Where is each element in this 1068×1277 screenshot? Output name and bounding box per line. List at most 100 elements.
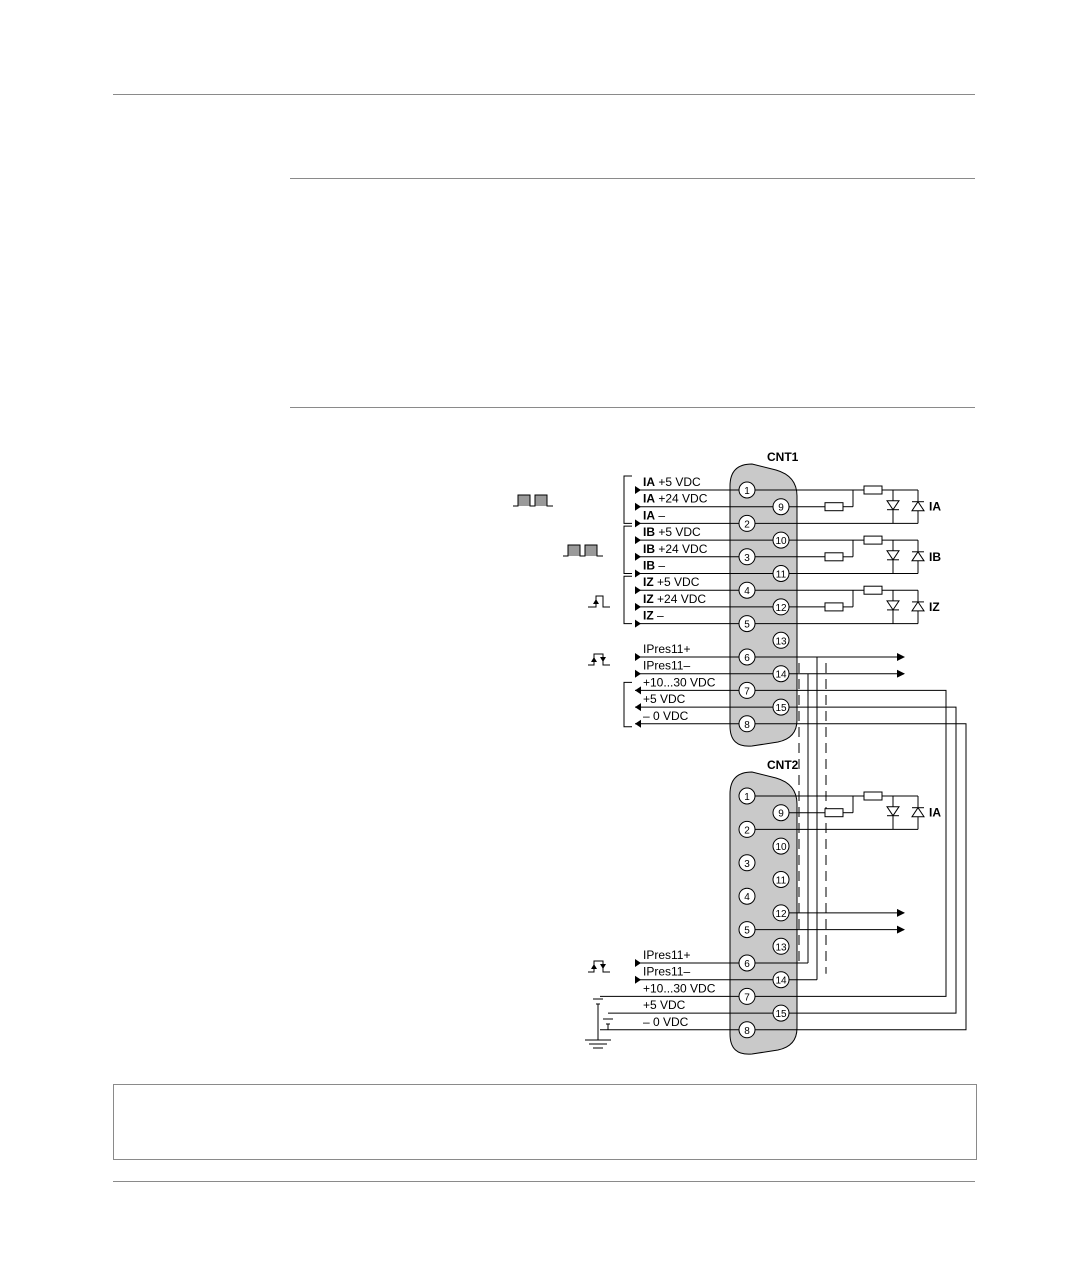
pin-9-circle <box>772 498 790 516</box>
pulse-fill <box>535 495 547 506</box>
pin-6-circle <box>738 954 756 972</box>
power-link-wire <box>755 689 947 997</box>
pin-14-circle <box>772 665 790 683</box>
pin-number-1: 1 <box>744 792 750 803</box>
input-group-bracket <box>623 525 632 574</box>
pin-8-circle <box>738 715 756 733</box>
input-arrow <box>635 569 641 578</box>
diode-icon <box>886 600 900 611</box>
rising-edge-arrow-icon <box>593 599 599 604</box>
signal-label: +5 VDC <box>643 998 686 1012</box>
pin-number-10: 10 <box>775 842 787 853</box>
resistor <box>824 502 844 512</box>
pin-8-circle <box>738 1021 756 1039</box>
wires <box>585 475 967 1049</box>
pin-11-circle <box>772 565 790 582</box>
pin-number-13: 13 <box>775 636 787 647</box>
note-box <box>113 1084 977 1160</box>
rising-edge-arrow-icon <box>591 657 597 662</box>
pin-14-circle <box>772 971 790 989</box>
signal-label: IZ – <box>643 609 664 623</box>
pin-number-11: 11 <box>776 570 787 581</box>
signal-label: +10...30 VDC <box>643 981 716 995</box>
pulse-fill <box>585 545 597 556</box>
pin-6-circle <box>738 648 756 666</box>
pin-number-12: 12 <box>775 909 787 920</box>
pulse-fill <box>568 545 580 556</box>
falling-edge-arrow-icon <box>600 964 606 969</box>
sensor-label: IA <box>929 806 941 820</box>
pin-number-5: 5 <box>744 620 750 631</box>
signal-label: IA – <box>643 508 665 522</box>
pulse-train-ib-icon <box>563 544 603 557</box>
input-arrow <box>635 536 641 545</box>
pin-number-6: 6 <box>744 959 750 970</box>
signal-label: IZ +5 VDC <box>643 575 700 589</box>
section-rule-1 <box>290 178 975 179</box>
falling-edge-arrow-icon <box>600 657 606 662</box>
power-link-wire <box>789 706 957 1014</box>
diode-icon <box>911 600 925 612</box>
pin-number-4: 4 <box>744 892 750 903</box>
pin-number-8: 8 <box>744 720 750 731</box>
sensor-label: IZ <box>929 600 940 614</box>
sensor-label: IB <box>929 550 941 564</box>
resistor <box>863 535 883 545</box>
pin-12-circle <box>772 598 790 616</box>
power-link-wire <box>755 723 967 1031</box>
pin-number-6: 6 <box>744 653 750 664</box>
signal-label: IB +5 VDC <box>643 525 701 539</box>
signal-label: +10...30 VDC <box>643 675 716 689</box>
signal-label: IPres11+ <box>643 948 690 962</box>
signal-label: – 0 VDC <box>643 709 689 723</box>
pin-15-circle <box>772 1004 790 1022</box>
pin-1-circle <box>738 787 756 805</box>
pin-number-9: 9 <box>778 503 784 514</box>
pin-number-8: 8 <box>744 1026 750 1037</box>
signal-label: IA +5 VDC <box>643 475 701 489</box>
output-group-bracket <box>623 681 632 728</box>
input-arrow <box>635 975 641 984</box>
input-group-bracket <box>623 475 632 524</box>
pin-number-13: 13 <box>775 942 787 953</box>
resistor <box>824 552 844 562</box>
pin-number-15: 15 <box>775 1009 787 1020</box>
pin-number-12: 12 <box>775 603 787 614</box>
signal-label: +5 VDC <box>643 692 686 706</box>
diode-icon <box>911 806 925 818</box>
pin-13-circle <box>772 631 790 649</box>
input-arrow <box>635 653 641 661</box>
top-rule <box>113 94 975 95</box>
pin-7-circle <box>738 681 756 699</box>
pin-2-circle <box>738 820 756 838</box>
signal-label: IPres11– <box>643 965 690 979</box>
pin-number-4: 4 <box>744 586 750 597</box>
pin-number-10: 10 <box>775 536 787 547</box>
pin-number-15: 15 <box>775 703 787 714</box>
input-arrow <box>635 959 641 967</box>
output-arrow <box>635 719 641 728</box>
index-pulse-icon <box>588 595 610 608</box>
input-arrow <box>635 586 641 595</box>
pin-number-7: 7 <box>744 686 750 697</box>
connector-label-cnt1: CNT1 <box>767 450 799 464</box>
section-rule-2 <box>290 407 975 408</box>
connector-label-cnt2: CNT2 <box>767 758 799 772</box>
pin-number-14: 14 <box>775 670 787 681</box>
diode-icon <box>886 806 900 817</box>
pin-9-circle <box>772 804 790 822</box>
resistor <box>863 585 883 595</box>
input-arrow <box>635 669 641 678</box>
pin-10-circle <box>772 531 790 549</box>
input-arrow <box>635 552 641 561</box>
output-arrow <box>635 686 641 695</box>
diode-icon <box>911 500 925 512</box>
input-arrow <box>635 486 641 494</box>
resistor <box>863 791 883 801</box>
resistor <box>824 602 844 612</box>
ipres-pulse-cnt1-icon <box>588 653 610 666</box>
signal-label: IZ +24 VDC <box>643 592 706 606</box>
pin-1-circle <box>738 481 756 499</box>
